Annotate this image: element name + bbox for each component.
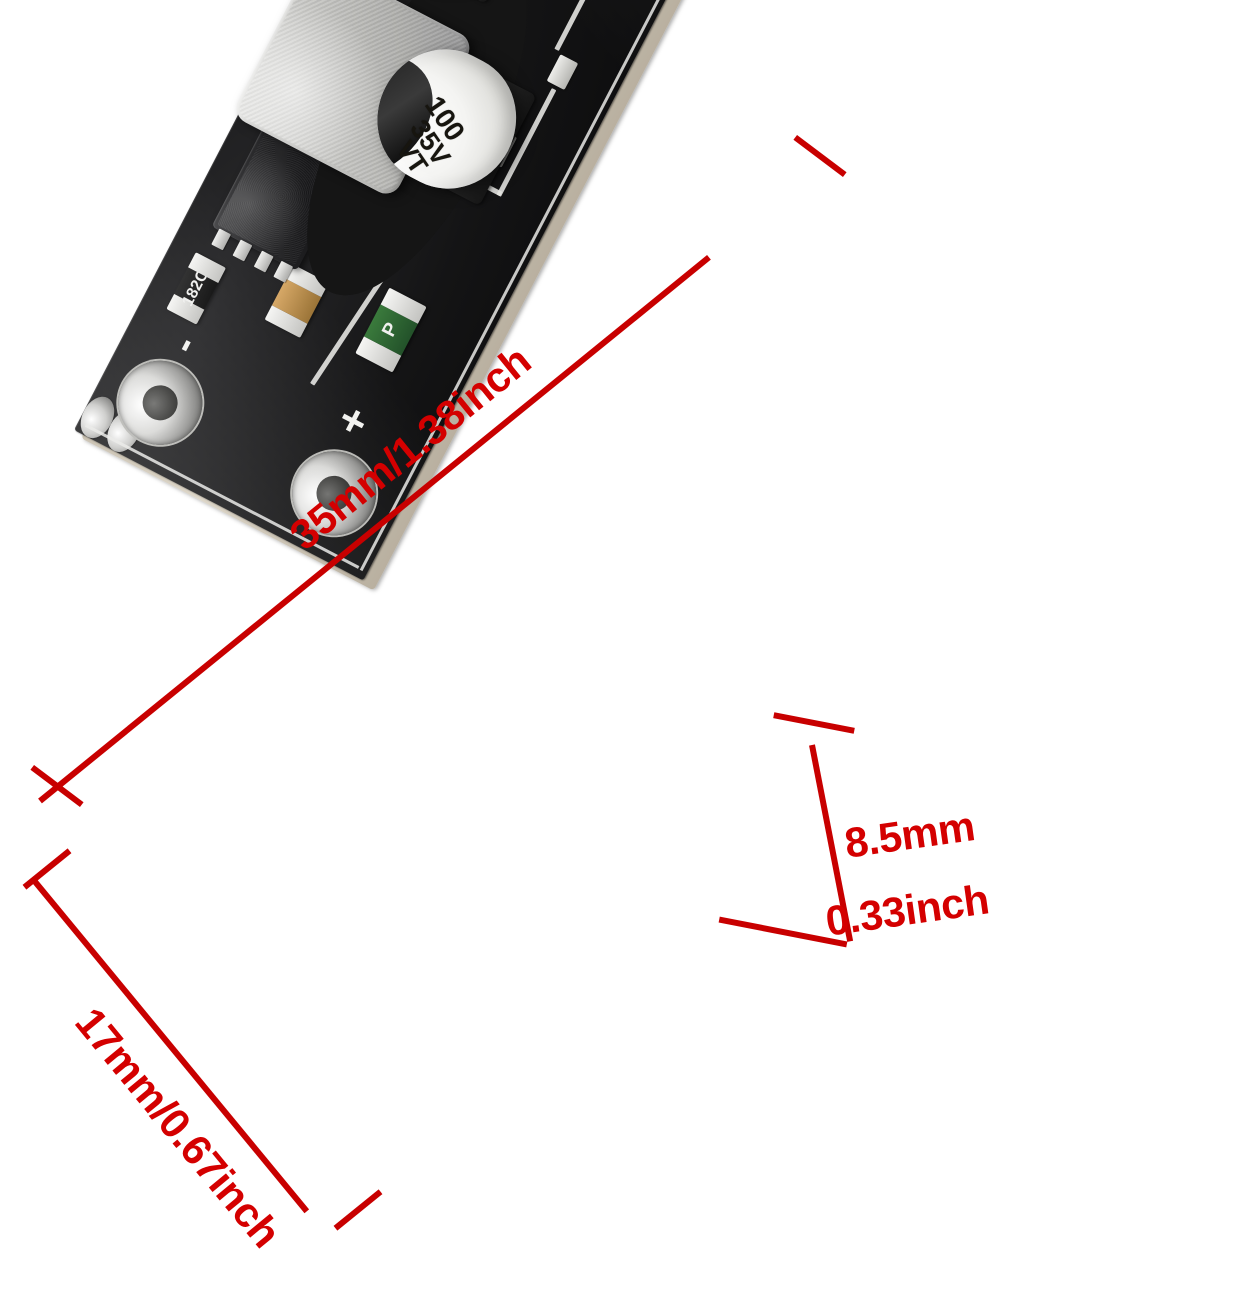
silkscreen-positive-mark: + xyxy=(325,398,381,444)
silkscreen-negative-mark: - xyxy=(161,328,207,361)
dimension-label-height-mm: 8.5mm xyxy=(841,802,978,867)
smd-resistor: 182C xyxy=(166,252,227,325)
dimension-tick-length-end xyxy=(793,134,847,178)
pcb-trace xyxy=(554,0,629,52)
dimension-tick-width-end xyxy=(333,1189,383,1231)
dimension-label-height-inch: 0.33inch xyxy=(822,875,992,945)
mounting-hole-bore xyxy=(136,379,185,427)
dimension-label-width: 17mm/0.67inch xyxy=(66,998,290,1257)
dimension-tick-width-start xyxy=(22,848,72,890)
dimension-line-width xyxy=(29,876,310,1214)
solder-pad xyxy=(546,54,579,91)
dimension-tick-height-start xyxy=(773,712,855,734)
